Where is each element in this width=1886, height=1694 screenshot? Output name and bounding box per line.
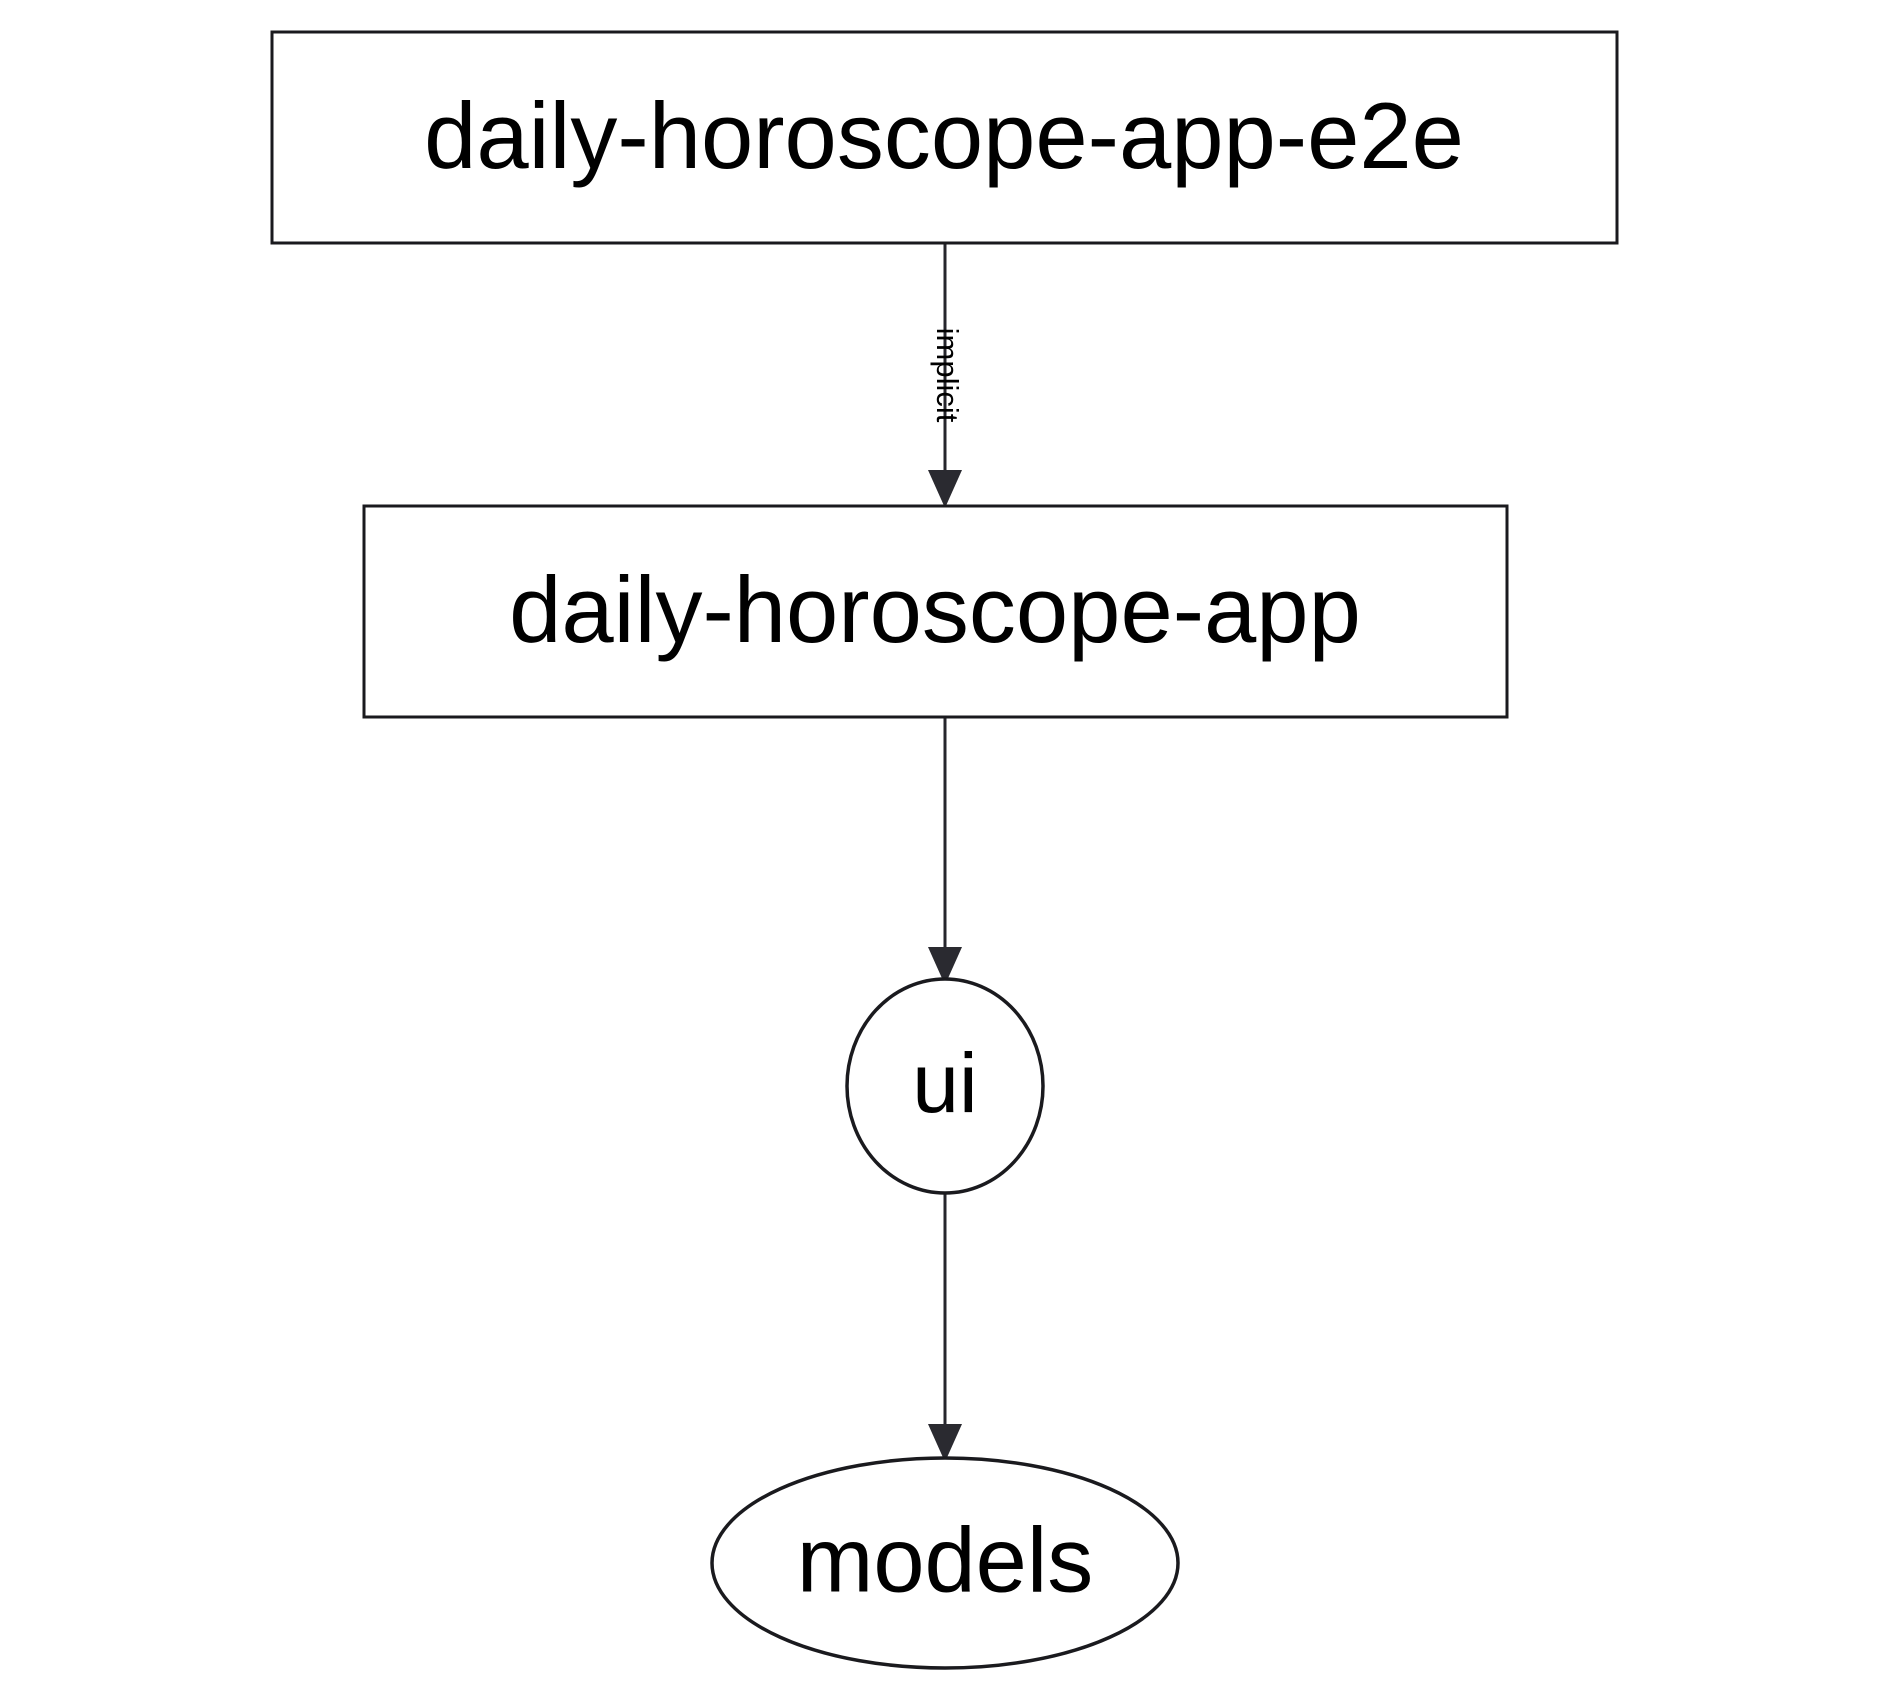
node-ui[interactable]: ui: [845, 977, 1045, 1195]
node-label: ui: [912, 1036, 977, 1130]
edge-label-implicit: implicit: [930, 328, 965, 423]
arrowhead-icon: [928, 470, 962, 508]
node-daily-horoscope-app-e2e[interactable]: daily-horoscope-app-e2e: [270, 30, 1619, 245]
node-rectangle[interactable]: [270, 30, 1619, 245]
arrowhead-icon: [928, 1424, 962, 1462]
node-rectangle[interactable]: [362, 504, 1509, 719]
node-label: models: [797, 1509, 1094, 1611]
arrowhead-icon: [928, 947, 962, 985]
node-ellipse[interactable]: [845, 977, 1045, 1195]
node-label: daily-horoscope-app-e2e: [424, 83, 1464, 188]
edge-app-to-ui: [928, 717, 962, 985]
node-daily-horoscope-app[interactable]: daily-horoscope-app: [362, 504, 1509, 719]
edge-ui-to-models: [928, 1193, 962, 1462]
node-models[interactable]: models: [710, 1456, 1180, 1670]
node-ellipse[interactable]: [710, 1456, 1180, 1670]
edge-e2e-to-app: implicit: [928, 243, 965, 508]
node-label: daily-horoscope-app: [509, 557, 1361, 662]
